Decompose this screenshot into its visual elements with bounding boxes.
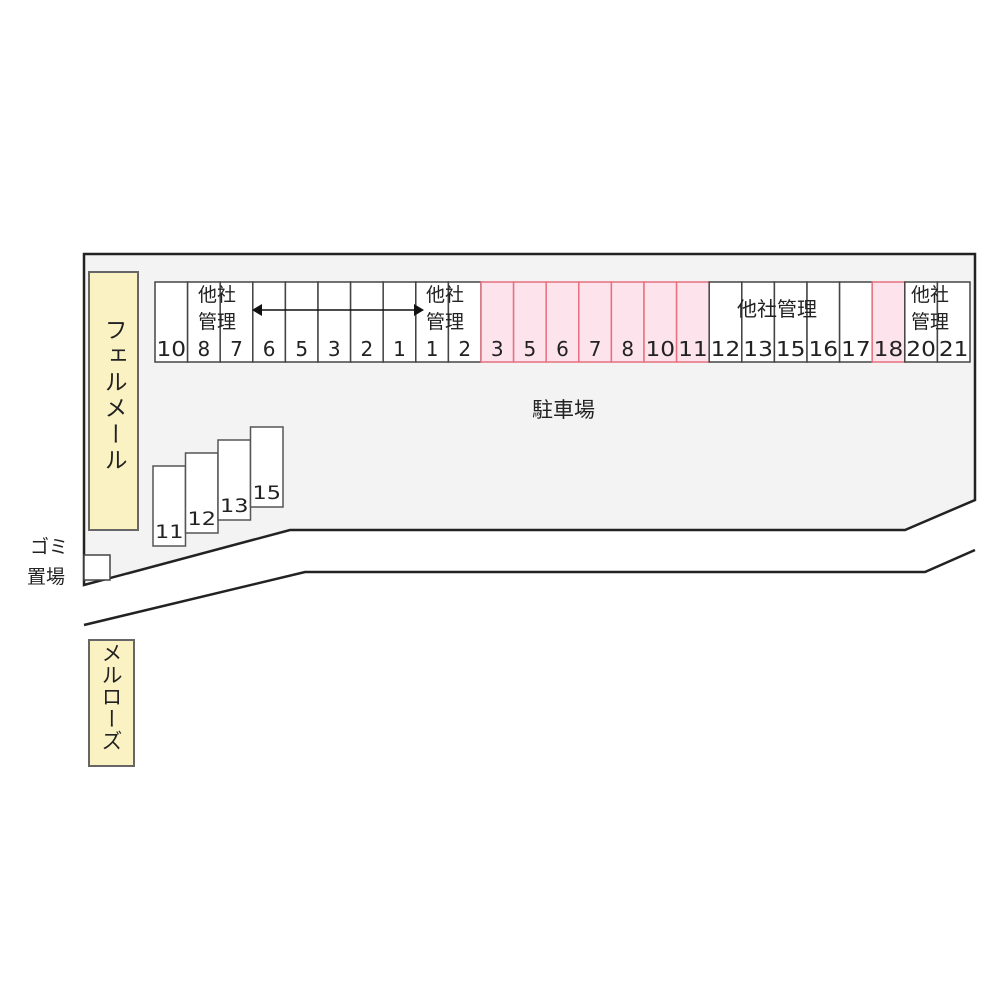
parking-space-number: 5 [295,337,308,361]
parking-space-number: 13 [743,337,773,361]
other-mgmt-label-right-wide: 他社管理 [737,297,817,321]
parking-space [382,281,417,363]
building-fell-mer [88,271,139,531]
parking-space-number: 6 [263,337,276,361]
parking-space-number: 7 [589,337,602,361]
building-fell-mer-label: フェルメール [100,318,126,474]
other-mgmt-label-left-2: 管理 [198,311,237,333]
other-mgmt-label-left-1: 他社 [198,284,237,306]
parking-space-number: 18 [874,337,904,361]
arrow-left-icon [252,304,262,316]
parking-space-number: 8 [621,337,634,361]
other-mgmt-label-mid-2: 管理 [426,311,465,333]
parking-space [249,426,284,508]
parking-space-number: 11 [155,521,184,543]
parking-space [871,281,906,363]
parking-space-number: 21 [939,337,969,361]
parking-space-number: 1 [426,337,439,361]
parking-space [217,439,252,521]
parking-space [512,281,547,363]
range-arrow [252,304,424,316]
parking-space-number: 3 [491,337,504,361]
parking-space-number: 12 [711,337,741,361]
parking-space-number: 2 [361,337,374,361]
garbage-label-2: 置場 [27,566,66,588]
parking-space-number: 16 [809,337,839,361]
parking-space-number: 13 [220,495,249,517]
parking-space [219,281,254,363]
parking-space-number: 20 [906,337,936,361]
parking-space [904,281,939,363]
parking-space [936,281,971,363]
parking-space [741,281,776,363]
parking-space [154,281,189,363]
parking-space-number: 12 [188,508,217,530]
building-mel-rose [88,639,135,767]
parking-space [773,281,808,363]
parking-space [252,281,287,363]
arrow-right-icon [414,304,424,316]
parking-space-number: 3 [328,337,341,361]
building-mel-rose-label: メルローズ [99,642,123,752]
parking-space-number: 10 [157,337,187,361]
parking-space-number: 10 [646,337,676,361]
parking-space [545,281,580,363]
parking-space-number: 17 [841,337,871,361]
parking-space [643,281,678,363]
parking-space-number: 1 [393,337,406,361]
parking-lot-label: 駐車場 [532,398,595,422]
other-mgmt-label-right-2: 管理 [911,311,950,333]
garbage-area [83,554,111,581]
garbage-label-1: ゴミ [30,536,69,558]
parking-space [447,281,482,363]
parking-space [838,281,873,363]
parking-space [610,281,645,363]
parking-space-number: 2 [458,337,471,361]
parking-space [186,281,221,363]
parking-space-number: 8 [198,337,211,361]
parking-space [806,281,841,363]
parking-space [708,281,743,363]
other-mgmt-label-right-1: 他社 [911,284,950,306]
parking-space-number: 5 [524,337,537,361]
parking-space-number: 15 [776,337,806,361]
road-edge [83,548,976,627]
parking-space [284,281,319,363]
parking-space-number: 11 [678,337,708,361]
parking-space-number: 7 [230,337,243,361]
parking-space-number: 6 [556,337,569,361]
parking-space-number: 15 [253,482,282,504]
other-mgmt-label-mid-1: 他社 [426,284,465,306]
